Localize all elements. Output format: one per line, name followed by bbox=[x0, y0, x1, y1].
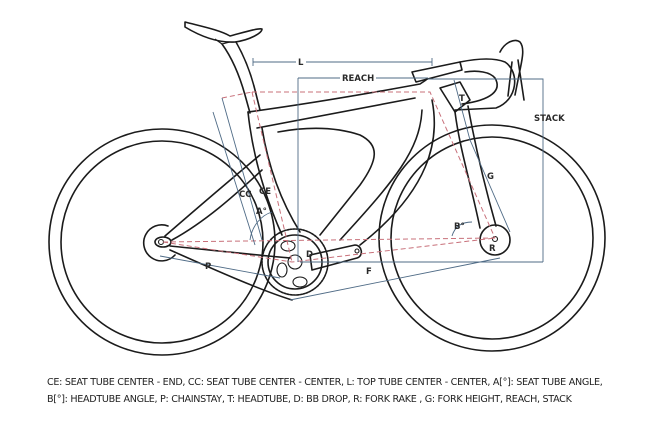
label-b-angle: B° bbox=[454, 222, 465, 232]
dimension-lines bbox=[159, 58, 544, 301]
label-reach: REACH bbox=[342, 74, 374, 84]
label-g: G bbox=[487, 172, 494, 182]
label-l: L bbox=[298, 58, 304, 68]
label-cc: CC bbox=[239, 190, 251, 200]
bike-frame bbox=[164, 79, 497, 301]
label-r: R bbox=[489, 244, 496, 254]
label-f: F bbox=[366, 267, 372, 277]
saddle bbox=[184, 21, 263, 45]
dimension-labels: L REACH STACK T G CC CE A° B° P D F R bbox=[205, 56, 565, 277]
geometry-centerlines bbox=[162, 91, 496, 263]
label-p: P bbox=[205, 262, 211, 272]
rear-hub bbox=[142, 224, 176, 262]
handlebar bbox=[411, 39, 525, 111]
seatpost bbox=[221, 41, 261, 114]
label-ce: CE bbox=[259, 187, 271, 197]
rear-wheel bbox=[48, 128, 276, 356]
geometry-legend: CE: SEAT TUBE CENTER - END, CC: SEAT TUB… bbox=[47, 377, 603, 405]
bike-geometry-diagram: L REACH STACK T G CC CE A° B° P D F R bbox=[48, 21, 606, 356]
label-a-angle: A° bbox=[256, 207, 267, 217]
label-t: T bbox=[459, 94, 465, 104]
front-wheel bbox=[378, 124, 606, 352]
label-stack: STACK bbox=[534, 114, 565, 124]
label-d: D bbox=[306, 250, 313, 260]
